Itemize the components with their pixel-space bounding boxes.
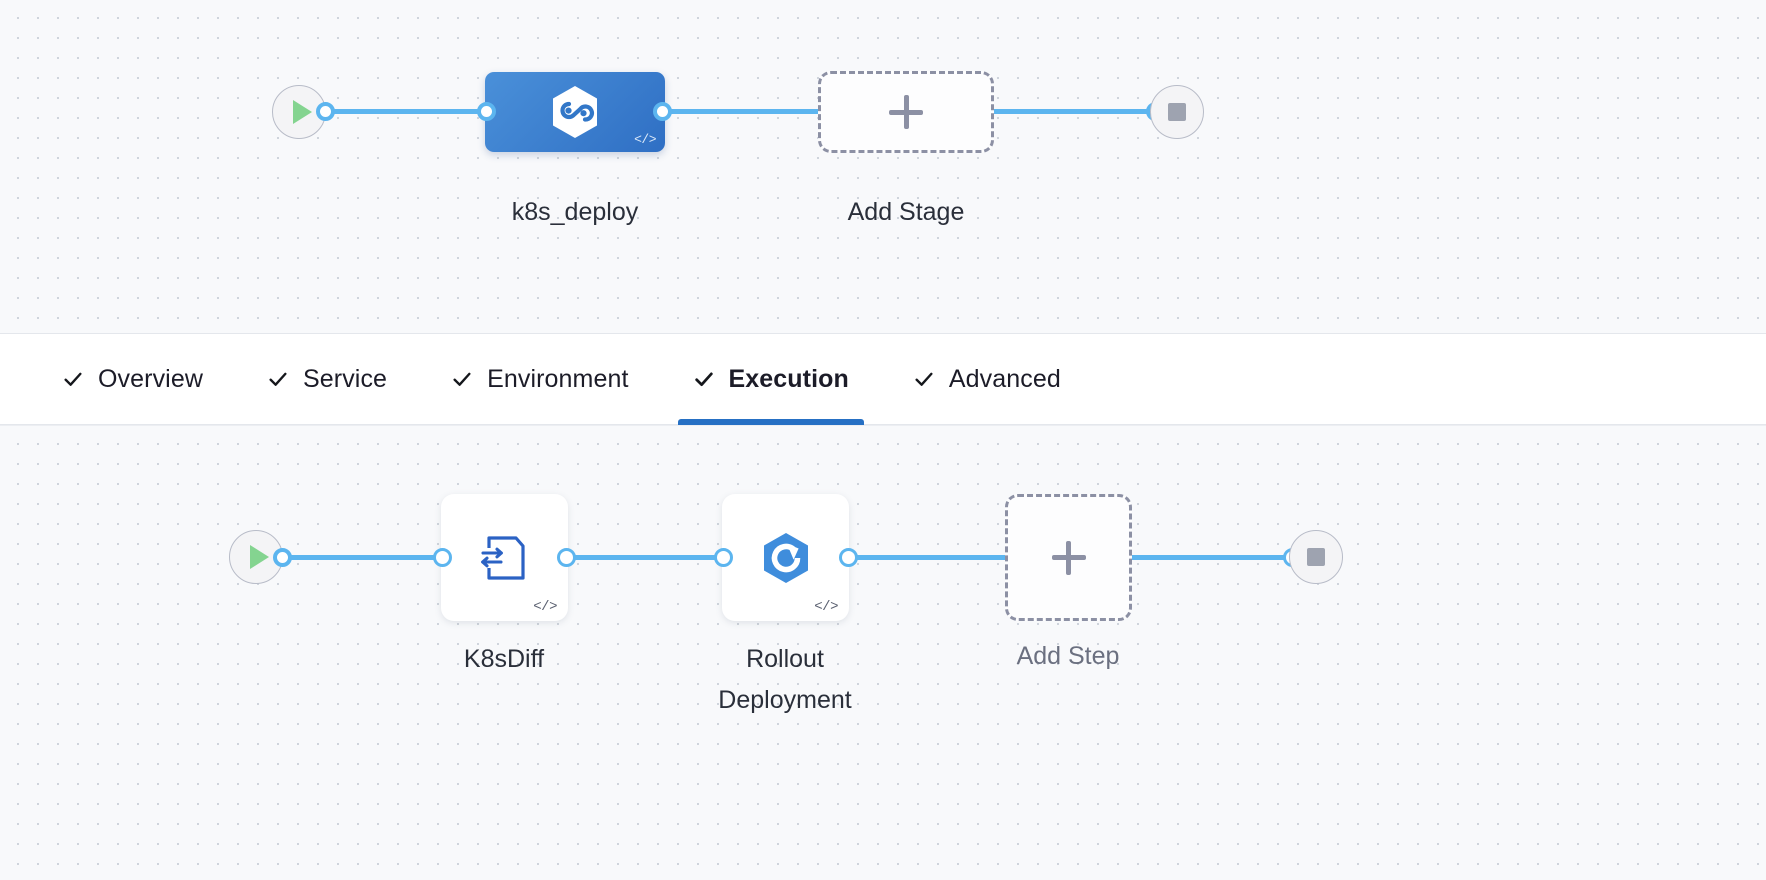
plus-icon <box>889 95 923 129</box>
document-swap-arrows-icon <box>480 535 525 580</box>
tab-environment-label: Environment <box>487 364 629 393</box>
stop-icon <box>1150 85 1204 139</box>
execution-end-node[interactable] <box>1289 530 1343 584</box>
connector-start-to-k8sdiff <box>282 555 452 560</box>
execution-start-output-port[interactable] <box>273 548 292 567</box>
rollout-output-port[interactable] <box>839 548 858 567</box>
connector-addstage-to-end <box>988 109 1158 114</box>
stop-icon <box>1289 530 1343 584</box>
check-icon <box>64 372 82 386</box>
stage-code-badge: </> <box>634 132 656 147</box>
add-step-node[interactable] <box>1005 494 1132 621</box>
plus-icon <box>1051 540 1086 575</box>
start-output-port[interactable] <box>316 102 335 121</box>
connector-rollout-to-addstep <box>846 555 1014 560</box>
stage-graph-canvas[interactable]: </> k8s_deploy Add Stage <box>0 0 1766 333</box>
check-icon <box>269 372 287 386</box>
execution-graph-canvas[interactable]: </> K8sDiff </> Rollout Deployment Add S… <box>0 425 1766 880</box>
stage-config-tabs[interactable]: Overview Service Environment Execution A… <box>0 333 1766 425</box>
argo-rollout-hexagon-icon <box>763 532 808 583</box>
pipeline-end-node[interactable] <box>1150 85 1204 139</box>
kubernetes-deploy-hexagon-icon <box>553 86 597 138</box>
tab-service[interactable]: Service <box>235 333 419 425</box>
rollout-label: Rollout Deployment <box>718 645 852 714</box>
tab-overview-label: Overview <box>98 364 203 393</box>
tab-service-label: Service <box>303 364 388 393</box>
check-icon <box>915 372 933 386</box>
stage-node-label: k8s_deploy <box>511 198 639 226</box>
stage-node-k8s-deploy[interactable]: </> <box>485 72 665 152</box>
connector-addstep-to-end <box>1122 555 1294 560</box>
tab-advanced-label: Advanced <box>948 364 1061 393</box>
tab-execution[interactable]: Execution <box>661 333 881 425</box>
add-step-label: Add Step <box>1016 642 1120 670</box>
add-stage-label: Add Stage <box>847 198 965 226</box>
tab-advanced[interactable]: Advanced <box>881 333 1093 425</box>
step-code-badge: </> <box>814 599 838 615</box>
connector-start-to-stage <box>326 109 498 114</box>
step-node-k8sdiff[interactable]: </> <box>441 494 568 621</box>
step-code-badge: </> <box>533 599 557 615</box>
k8sdiff-label: K8sDiff <box>463 645 545 673</box>
connector-stage-to-addstage <box>660 109 822 114</box>
k8sdiff-input-port[interactable] <box>433 548 452 567</box>
add-stage-node[interactable] <box>818 71 994 153</box>
step-node-rollout-deployment[interactable]: </> <box>722 494 849 621</box>
connector-k8sdiff-to-rollout <box>564 555 734 560</box>
k8sdiff-output-port[interactable] <box>557 548 576 567</box>
tab-environment[interactable]: Environment <box>419 333 660 425</box>
rollout-input-port[interactable] <box>714 548 733 567</box>
stage-output-port[interactable] <box>653 102 672 121</box>
tab-overview[interactable]: Overview <box>30 333 235 425</box>
tab-execution-label: Execution <box>728 364 849 393</box>
check-icon <box>453 372 471 386</box>
stage-input-port[interactable] <box>477 102 496 121</box>
check-icon <box>694 372 713 387</box>
